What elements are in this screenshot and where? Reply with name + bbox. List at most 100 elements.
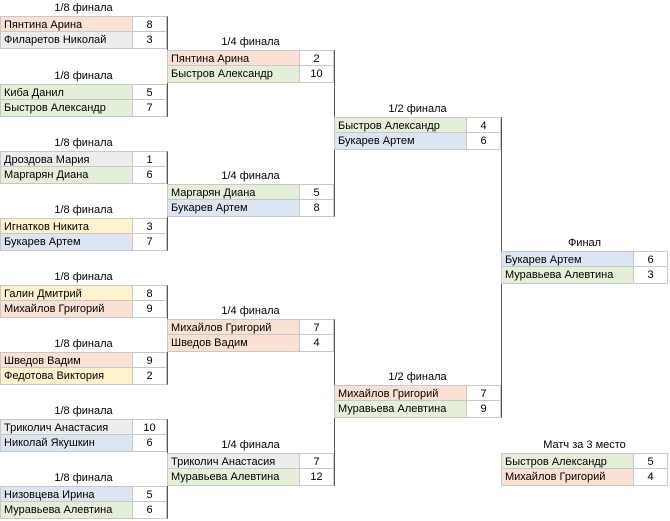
player-name: Быстров Александр: [501, 453, 633, 469]
match-title-qf-2: 1/4 финала: [221, 170, 280, 182]
player-score: 10: [299, 66, 334, 83]
match-title-r16-2: 1/8 финала: [54, 70, 113, 82]
player-score: 2: [132, 368, 167, 385]
player-score: 7: [132, 100, 167, 117]
player-score: 9: [132, 301, 167, 318]
match-title-sf-2: 1/2 финала: [388, 371, 447, 383]
match-title-third-place: Матч за 3 место: [543, 439, 626, 451]
player-name: Муравьева Алевтина: [167, 469, 299, 486]
player-name: Маргарян Диана: [0, 167, 132, 184]
match-title-sf-1: 1/2 финала: [388, 103, 447, 115]
player-name: Михайлов Григорий: [334, 385, 466, 401]
player-name: Букарев Артем: [167, 200, 299, 217]
player-score: 6: [633, 251, 668, 267]
player-score: 10: [132, 419, 167, 435]
player-name: Киба Данил: [0, 84, 132, 100]
player-name: Быстров Александр: [167, 66, 299, 83]
player-score: 4: [633, 469, 668, 486]
match-title-r16-8: 1/8 финала: [54, 472, 113, 484]
match-title-qf-4: 1/4 финала: [221, 439, 280, 451]
match-title-qf-1: 1/4 финала: [221, 36, 280, 48]
player-score: 12: [299, 469, 334, 486]
player-score: 8: [299, 200, 334, 217]
player-name: Николай Якушкин: [0, 435, 132, 452]
player-score: 4: [466, 117, 501, 133]
player-score: 9: [132, 352, 167, 368]
player-name: Пянтина Арина: [0, 16, 132, 32]
match-title-r16-6: 1/8 финала: [54, 338, 113, 350]
player-name: Михайлов Григорий: [501, 469, 633, 486]
player-score: 5: [132, 84, 167, 100]
player-name: Триколич Анастасия: [167, 453, 299, 469]
player-name: Муравьева Алевтина: [334, 401, 466, 418]
player-name: Низовцева Ирина: [0, 486, 132, 502]
player-name: Федотова Виктория: [0, 368, 132, 385]
player-score: 5: [633, 453, 668, 469]
match-title-r16-4: 1/8 финала: [54, 204, 113, 216]
player-score: 2: [299, 50, 334, 66]
player-name: Триколич Анастасия: [0, 419, 132, 435]
player-name: Муравьева Алевтина: [501, 267, 633, 284]
player-score: 3: [633, 267, 668, 284]
player-name: Букарев Артем: [0, 234, 132, 251]
player-score: 8: [132, 285, 167, 301]
match-title-qf-3: 1/4 финала: [221, 305, 280, 317]
player-score: 7: [132, 234, 167, 251]
player-name: Муравьева Алевтина: [0, 502, 132, 519]
player-score: 7: [466, 385, 501, 401]
match-title-final: Финал: [567, 237, 602, 249]
player-name: Галин Дмитрий: [0, 285, 132, 301]
player-score: 8: [132, 16, 167, 32]
player-score: 7: [299, 319, 334, 335]
player-score: 5: [299, 184, 334, 200]
match-title-r16-5: 1/8 финала: [54, 271, 113, 283]
player-score: 6: [132, 435, 167, 452]
player-name: Букарев Артем: [334, 133, 466, 150]
match-title-r16-3: 1/8 финала: [54, 137, 113, 149]
player-name: Пянтина Арина: [167, 50, 299, 66]
player-score: 6: [466, 133, 501, 150]
player-name: Михайлов Григорий: [0, 301, 132, 318]
player-name: Быстров Александр: [0, 100, 132, 117]
player-score: 4: [299, 335, 334, 352]
match-title-r16-1: 1/8 финала: [54, 2, 113, 14]
player-score: 1: [132, 151, 167, 167]
player-score: 6: [132, 502, 167, 519]
player-name: Михайлов Григорий: [167, 319, 299, 335]
player-score: 5: [132, 486, 167, 502]
player-name: Букарев Артем: [501, 251, 633, 267]
player-name: Маргарян Диана: [167, 184, 299, 200]
player-score: 9: [466, 401, 501, 418]
